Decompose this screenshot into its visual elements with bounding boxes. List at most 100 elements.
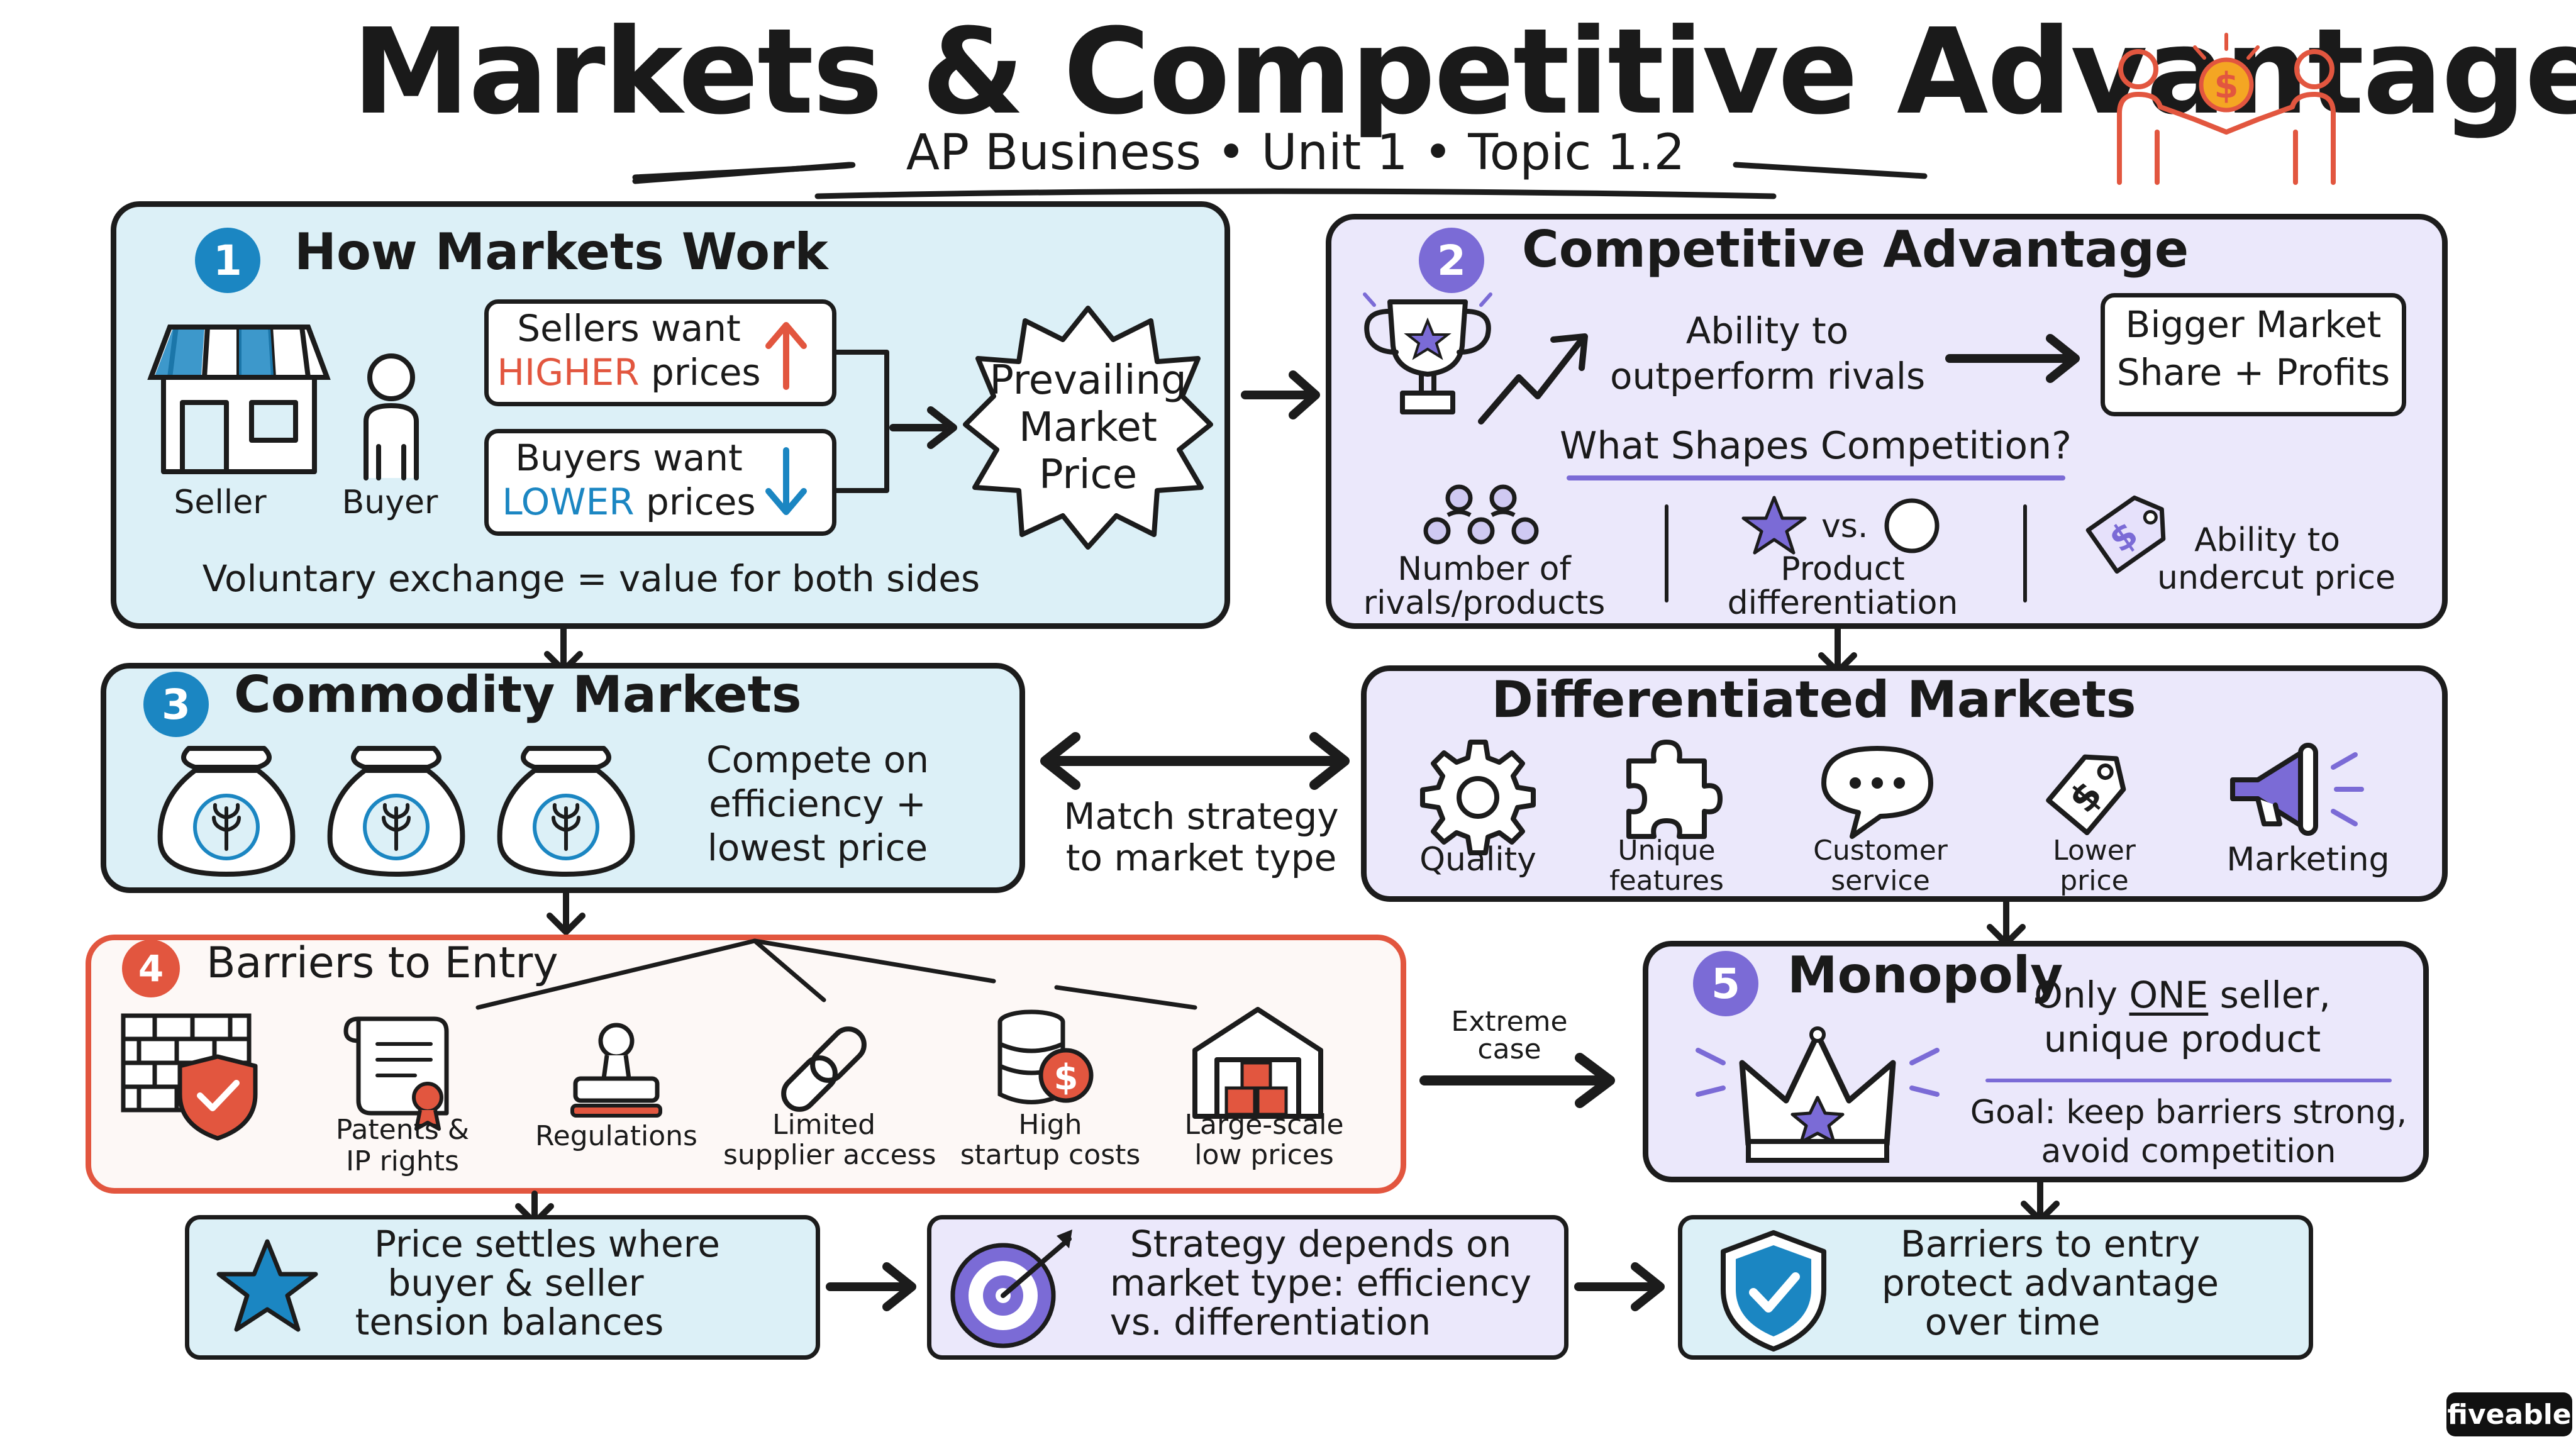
vs-label: vs.: [1821, 508, 1868, 545]
barrier-patents-line1: Patents &: [335, 1114, 470, 1146]
how-markets-work-title: How Markets Work: [294, 223, 828, 281]
extreme-case-arrow: [1419, 1053, 1615, 1108]
sellers-want-line1: Sellers want: [517, 307, 741, 350]
stamp-icon: [570, 1023, 662, 1118]
summary-arrow-1: [826, 1262, 916, 1311]
shield-check-icon: [1721, 1230, 1826, 1352]
monopoly-divider: [1985, 1079, 2392, 1082]
competitive-advantage-panel: [1326, 214, 2448, 629]
burst-line2: Market: [1019, 404, 1157, 451]
buyer-person-icon: [364, 353, 419, 480]
title-underline: [632, 162, 1928, 199]
result-line1: Bigger Market: [2125, 303, 2382, 346]
goal-line2: avoid competition: [2041, 1133, 2336, 1170]
higher-word: HIGHER: [497, 351, 640, 394]
grain-sack-icon-3: [497, 746, 635, 877]
gear-icon: [1420, 740, 1536, 855]
fiveable-logo: fiveable: [2446, 1392, 2572, 1436]
seller-word: seller,: [2219, 974, 2331, 1016]
match-strategy-line2: to market type: [1065, 836, 1337, 879]
page-subtitle: AP Business • Unit 1 • Topic 1.2: [906, 125, 1685, 181]
grain-sack-icon-2: [327, 746, 465, 877]
voluntary-exchange-text: Voluntary exchange = value for both side…: [202, 557, 980, 600]
megaphone-icon: [2230, 743, 2364, 836]
higher-prices: prices: [651, 351, 761, 394]
summary-2-line2: market type: efficiency: [1109, 1262, 1532, 1304]
barrier-largescale-line2: low prices: [1194, 1139, 1334, 1171]
summary-3-line1: Barriers to entry: [1900, 1223, 2201, 1265]
summary-3-line3: over time: [1924, 1301, 2101, 1343]
sellers-want-line2: HIGHER prices: [497, 352, 761, 393]
buyers-want-card: [484, 429, 836, 536]
sellers-want-card: [484, 299, 836, 406]
one-word: ONE: [2129, 974, 2209, 1016]
match-strategy-line1: Match strategy: [1063, 795, 1339, 838]
prevailing-price-burst: [963, 306, 1213, 550]
summary-2-line1: Strategy depends on: [1130, 1223, 1512, 1265]
commodity-markets-title: Commodity Markets: [234, 665, 802, 724]
barrier-regulations: Regulations: [535, 1120, 697, 1152]
question-underline: [1567, 475, 2065, 480]
svg-text:$: $: [2214, 65, 2239, 106]
commodity-text-line2: efficiency +: [709, 782, 926, 825]
chain-link-icon: [781, 1026, 867, 1112]
barrier-largescale-line1: Large-scale: [1184, 1109, 1344, 1141]
diff-customer-line1: Customer: [1813, 835, 1948, 867]
extreme-case-line2: case: [1477, 1033, 1541, 1065]
buyers-want-line1: Buyers want: [515, 436, 743, 479]
puzzle-piece-icon: [1626, 740, 1723, 839]
summary-3-line2: protect advantage: [1881, 1262, 2219, 1304]
fiveable-logo-text: fiveable: [2447, 1398, 2572, 1431]
patent-document-icon: [343, 1016, 449, 1131]
summary-1-line2: buyer & seller: [387, 1262, 644, 1304]
brick-wall-shield-icon: [121, 1013, 258, 1141]
crown-icon: [1696, 1026, 1940, 1163]
diff-unique-line1: Unique: [1618, 835, 1716, 867]
goal-line1: Goal: keep barriers strong,: [1970, 1094, 2407, 1131]
diff-marketing-label: Marketing: [2226, 841, 2390, 879]
warehouse-icon: [1192, 1007, 1323, 1119]
burst-line1: Prevailing: [989, 357, 1187, 404]
double-arrow-match: [1040, 732, 1350, 790]
section-5-badge: 5: [1693, 951, 1758, 1016]
svg-text:$: $: [1054, 1057, 1079, 1098]
diff-quality-label: Quality: [1419, 841, 1536, 879]
only-one-seller: Only ONE seller,: [2006, 975, 2358, 1016]
section-1-badge: 1: [195, 228, 260, 293]
section-3-badge: 3: [143, 672, 209, 737]
diff-lower-line2: price: [2060, 865, 2129, 897]
diff-customer-line2: service: [1831, 865, 1930, 897]
lower-prices: prices: [646, 480, 756, 523]
diff-unique-line2: features: [1609, 865, 1724, 897]
factor-undercut-line1: Ability to: [2194, 521, 2340, 559]
extreme-case-line1: Extreme: [1451, 1006, 1568, 1038]
barriers-to-entry-panel: [86, 935, 1406, 1194]
differentiated-markets-title: Differentiated Markets: [1491, 670, 2136, 729]
summary-arrow-2: [1574, 1262, 1665, 1311]
down-arrow-icon: [765, 447, 807, 515]
divider-2: [2023, 504, 2027, 602]
ability-line1: Ability to: [1685, 309, 1849, 352]
barrier-startup-line2: startup costs: [960, 1139, 1141, 1171]
trend-up-arrow-icon: [1478, 333, 1588, 425]
section-2-badge: 2: [1419, 228, 1484, 293]
price-tag-icon: $: [2085, 495, 2166, 574]
store-icon: [147, 325, 331, 474]
trophy-icon: [1363, 292, 1492, 414]
speech-bubble-icon: [1821, 746, 1933, 839]
buyers-want-line2: LOWER prices: [497, 482, 761, 523]
factor-rivals-line2: rivals/products: [1363, 584, 1606, 622]
barrier-supplier-line2: supplier access: [723, 1139, 936, 1171]
diff-lower-line1: Lower: [2053, 835, 2136, 867]
rivals-group-icon: [1423, 484, 1539, 545]
seller-label: Seller: [174, 484, 267, 521]
factor-rivals-line1: Number of: [1397, 550, 1571, 588]
result-line2: Share + Profits: [2116, 351, 2390, 394]
unique-product-text: unique product: [2043, 1018, 2321, 1060]
buyer-label: Buyer: [341, 484, 438, 521]
handshake-coin-icon: $: [2117, 33, 2336, 185]
barrier-startup-line1: High: [1018, 1109, 1082, 1141]
circle-icon: [1884, 498, 1940, 553]
factor-diff-line1: Product: [1780, 550, 1905, 588]
